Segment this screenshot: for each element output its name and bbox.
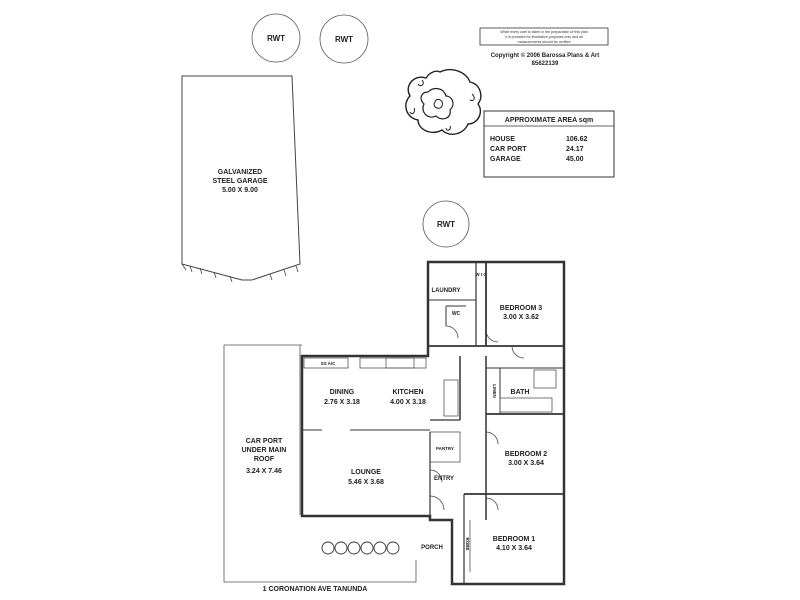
area-carport-label: CAR PORT (490, 146, 527, 153)
entry-label: ENTRY (434, 476, 454, 482)
disclaimer-line-1: While every care is taken in the prepara… (500, 30, 588, 34)
carport-label-3: ROOF (254, 456, 275, 463)
shrub-row-icon (321, 541, 400, 555)
bedroom2-label: BEDROOM 2 (505, 451, 548, 458)
copyright-line-1: Copyright © 2006 Barossa Plans & Art (491, 52, 600, 59)
garage-label-3: 5.00 X 9.00 (222, 187, 258, 194)
carport-label-2: UNDER MAIN (242, 447, 287, 454)
rainwater-tank-2: RWT (319, 14, 369, 64)
bath-label: BATH (511, 389, 530, 396)
ss-ac-label: SS A/C (321, 361, 337, 366)
carport: CAR PORT UNDER MAIN ROOF 3.24 X 7.46 (223, 344, 417, 583)
area-house-label: HOUSE (490, 136, 515, 143)
door-swings (429, 325, 525, 511)
area-garage-label: GARAGE (490, 156, 521, 163)
area-garage-value: 45.00 (566, 156, 584, 163)
garage: GALVANIZED STEEL GARAGE 5.00 X 9.00 (181, 75, 301, 283)
area-house-value: 106.62 (566, 136, 588, 143)
pantry-label: PANTRY (436, 446, 454, 451)
kitchen-size: 4.00 X 3.18 (390, 399, 426, 406)
bedroom3-size: 3.00 X 3.62 (503, 314, 539, 321)
rainwater-tank-1: RWT (251, 13, 301, 63)
bedroom3-label: BEDROOM 3 (500, 305, 543, 312)
rwt-label-1: RWT (267, 34, 285, 43)
dining-size: 2.76 X 3.18 (324, 399, 360, 406)
copyright-line-2: 85622139 (532, 61, 559, 67)
address-label: 1 CORONATION AVE TANUNDA (263, 586, 368, 593)
rwt-label-3: RWT (437, 220, 455, 229)
carport-size: 3.24 X 7.46 (246, 468, 282, 475)
lounge-label: LOUNGE (351, 469, 381, 476)
area-table-title: APPROXIMATE AREA sqm (505, 117, 593, 124)
linen-label: LINEN (492, 384, 497, 398)
laundry-label: LAUNDRY (431, 288, 460, 294)
house-walls (300, 260, 566, 586)
porch-label: PORCH (421, 545, 443, 551)
disclaimer-line-3: measurements should be verified (518, 40, 571, 44)
rainwater-tank-3: RWT (422, 200, 470, 248)
bedroom1-label: BEDROOM 1 (493, 536, 536, 543)
lounge-size: 5.46 X 3.68 (348, 479, 384, 486)
area-carport-value: 24.17 (566, 146, 584, 153)
disclaimer-box: While every care is taken in the prepara… (479, 27, 609, 46)
disclaimer-line-2: it is provided for illustration purposes… (505, 35, 583, 39)
bedroom1-size: 4.10 X 3.64 (496, 545, 532, 552)
area-table: APPROXIMATE AREA sqm HOUSE 106.62 CAR PO… (483, 110, 615, 178)
rwt-label-2: RWT (335, 35, 353, 44)
wc-label: WC (452, 311, 461, 317)
garage-label-2: STEEL GARAGE (212, 178, 267, 185)
tree-icon (405, 68, 482, 135)
bedroom2-size: 3.00 X 3.64 (508, 460, 544, 467)
wic-label: W I C (475, 272, 487, 277)
robe-label: ROBE (465, 537, 470, 550)
carport-label-1: CAR PORT (246, 438, 283, 445)
kitchen-label: KITCHEN (392, 389, 423, 396)
dining-label: DINING (330, 389, 355, 396)
room-labels: LAUNDRY W I C WC BEDROOM 3 3.00 X 3.62 S… (321, 272, 548, 552)
garage-label-1: GALVANIZED (218, 169, 262, 176)
